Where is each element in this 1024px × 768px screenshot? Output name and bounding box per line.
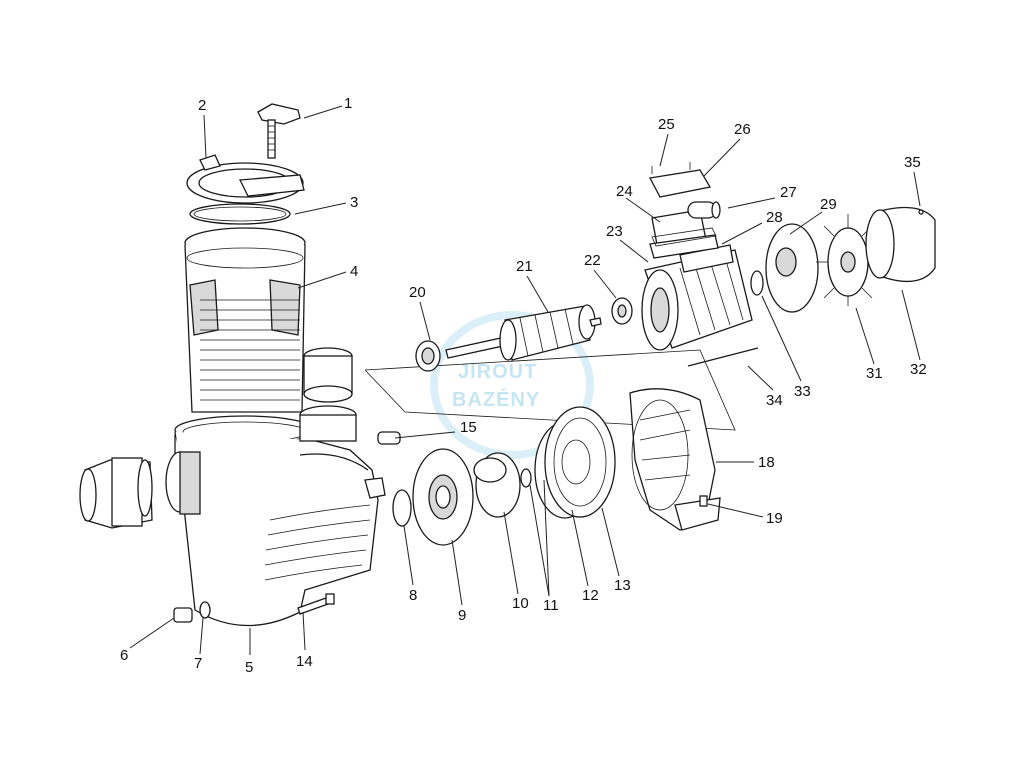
- callout-2: 2: [198, 97, 206, 114]
- callout-35: 35: [904, 154, 921, 171]
- part-4-basket: [184, 227, 306, 413]
- part-35-cover-screws: [918, 209, 924, 215]
- part-5-pump-housing: [174, 415, 386, 627]
- leader-lines: [129, 105, 921, 655]
- callout-23: 23: [606, 223, 623, 240]
- watermark: JIROUT BAZÉNY: [430, 311, 594, 459]
- callout-33: 33: [794, 383, 811, 400]
- callout-32: 32: [910, 361, 927, 378]
- part-29-end-shield: [765, 223, 819, 313]
- callout-numbers: 1 2 3 4 5 6 7 14 15 8 9 10 11 12 13 18 1…: [120, 95, 927, 676]
- top-union: [299, 347, 357, 442]
- part-19-bolt: [699, 495, 708, 507]
- part-2-lid-ring: [186, 154, 305, 204]
- part-3-oring: [189, 203, 291, 225]
- callout-26: 26: [734, 121, 751, 138]
- part-6-drain-plug: [173, 607, 193, 623]
- part-20-bearing: [415, 340, 441, 372]
- part-22-bearing: [611, 297, 633, 325]
- part-1-knob: [257, 103, 301, 159]
- callout-4: 4: [350, 263, 358, 280]
- part-18-motor-bracket: [629, 388, 721, 531]
- callout-1: 1: [344, 95, 352, 112]
- callout-34: 34: [766, 392, 783, 409]
- callout-5: 5: [245, 659, 253, 676]
- left-union: [79, 451, 201, 529]
- part-10-impeller: [473, 452, 521, 518]
- part-33-wave-washer: [750, 270, 764, 296]
- callout-13: 13: [614, 577, 631, 594]
- part-23-motor-stator: [641, 244, 753, 351]
- part-26-terminal-cover: [649, 169, 712, 198]
- assembly-plane: [364, 349, 736, 431]
- callout-25: 25: [658, 116, 675, 133]
- callout-14: 14: [296, 653, 313, 670]
- part-32-fan-cover: [865, 206, 936, 282]
- part-9-diffuser: [412, 448, 474, 546]
- callout-9: 9: [458, 607, 466, 624]
- callout-31: 31: [866, 365, 883, 382]
- part-21-rotor: [445, 304, 602, 361]
- callout-28: 28: [766, 209, 783, 226]
- part-28-gasket: [651, 227, 717, 247]
- callout-7: 7: [194, 655, 202, 672]
- part-7-plug-oring: [199, 601, 211, 619]
- callout-29: 29: [820, 196, 837, 213]
- callout-21: 21: [516, 258, 533, 275]
- callout-24: 24: [616, 183, 633, 200]
- callout-18: 18: [758, 454, 775, 471]
- callout-10: 10: [512, 595, 529, 612]
- part-8-oring: [392, 489, 412, 527]
- callout-12: 12: [582, 587, 599, 604]
- callout-6: 6: [120, 647, 128, 664]
- callout-11: 11: [543, 597, 559, 614]
- part-27-capacitor: [687, 201, 721, 219]
- part-13-seal-plate: [544, 406, 616, 518]
- callout-22: 22: [584, 252, 601, 269]
- callout-27: 27: [780, 184, 797, 201]
- callout-15: 15: [460, 419, 477, 436]
- watermark-line2: BAZÉNY: [452, 388, 540, 411]
- part-25-screws: [651, 162, 691, 174]
- callout-19: 19: [766, 510, 783, 527]
- part-14-screw: [297, 593, 335, 615]
- callout-8: 8: [409, 587, 417, 604]
- watermark-line1: JIROUT: [458, 361, 537, 383]
- part-34-tie-rod: [687, 347, 759, 367]
- callout-20: 20: [409, 284, 426, 301]
- callout-3: 3: [350, 194, 358, 211]
